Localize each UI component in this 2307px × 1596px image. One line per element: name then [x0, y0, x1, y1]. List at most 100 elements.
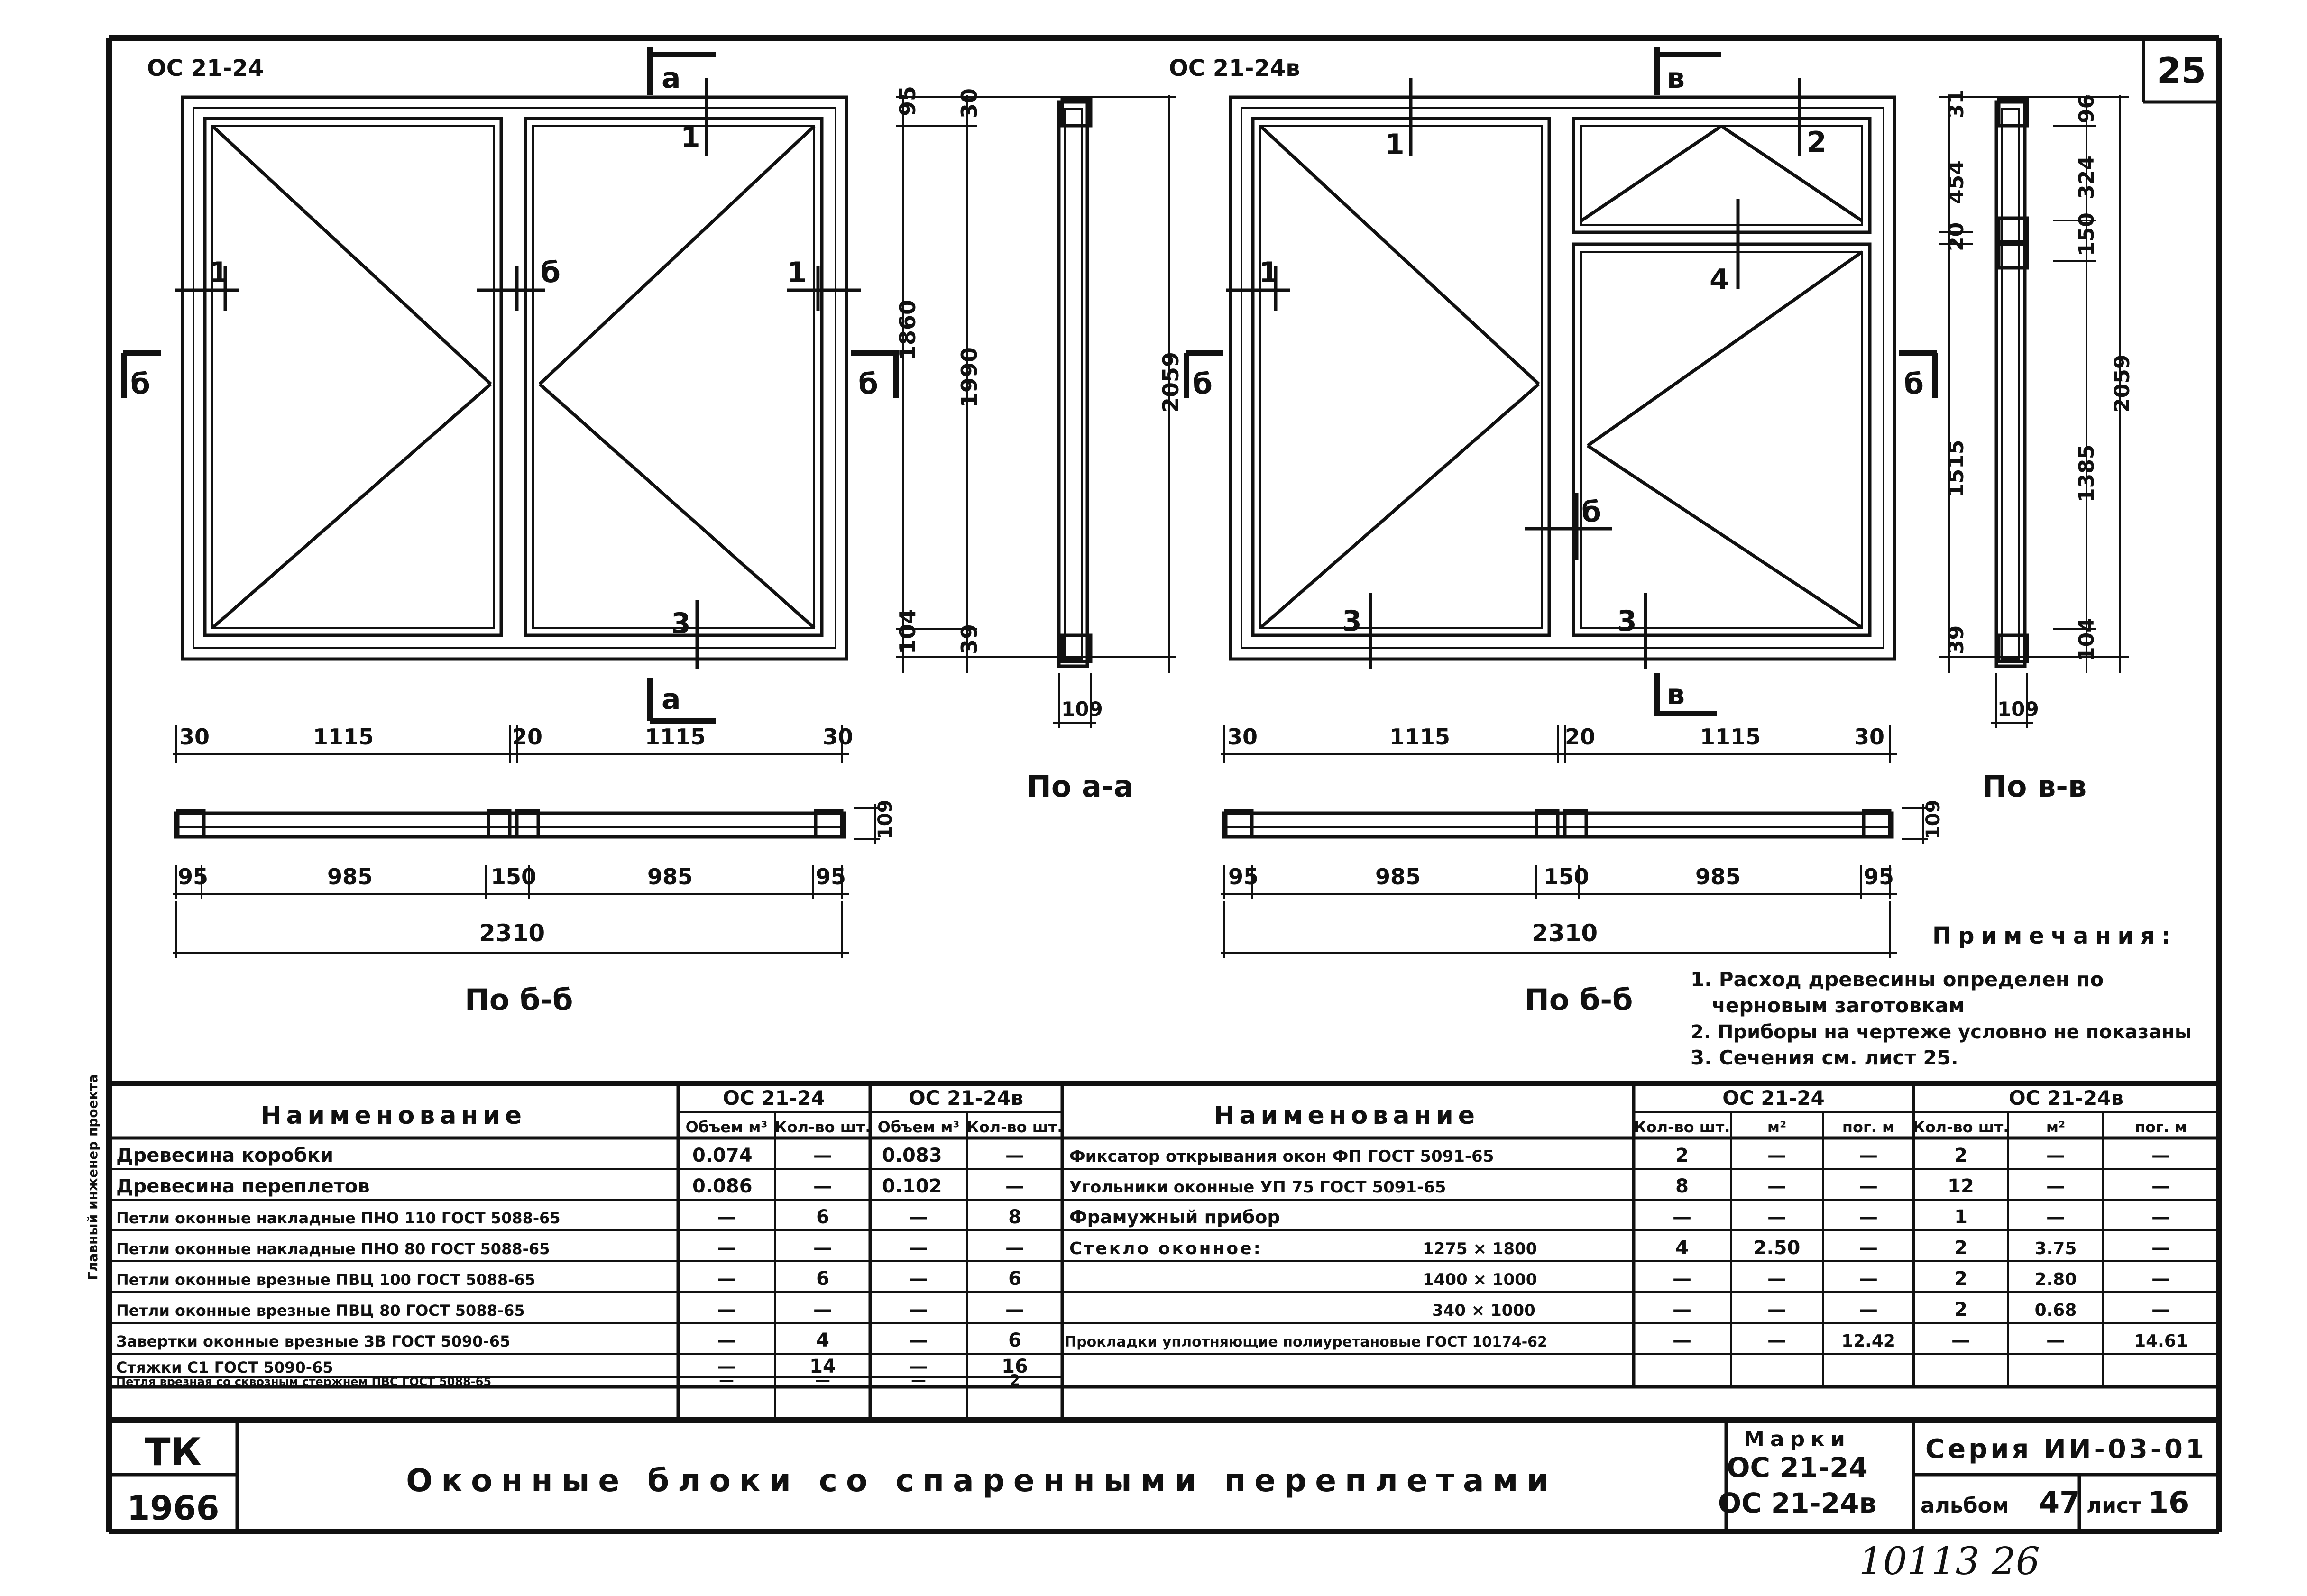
right-vertical-dimensions: 31 454 20 1515 39 96 324 150 1385 104 20…	[1939, 90, 2134, 673]
right-table-row: 340 × 1000 — — — 2 0.68 —	[1432, 1299, 2170, 1321]
notes: Примечания: 1. Расход древесины определе…	[1691, 923, 2192, 1069]
svg-text:—: —	[1673, 1268, 1691, 1290]
svg-text:95: 95	[816, 864, 846, 890]
svg-text:Марки: Марки	[1744, 1427, 1851, 1451]
svg-text:а: а	[662, 683, 681, 716]
right-mark-label: ОС 21-24в	[1169, 55, 1300, 82]
svg-text:—: —	[717, 1237, 736, 1259]
svg-text:—: —	[1673, 1330, 1691, 1351]
left-table-row: Древесина переплетов 0.086 — 0.102 —	[116, 1175, 1024, 1197]
svg-text:30: 30	[1854, 724, 1884, 750]
svg-text:1990: 1990	[956, 347, 982, 408]
svg-text:—: —	[1859, 1206, 1878, 1228]
svg-text:в: в	[1667, 678, 1685, 711]
left-table-row: Петли оконные накладные ПНО 80 ГОСТ 5088…	[116, 1237, 1024, 1259]
svg-text:—: —	[1859, 1268, 1878, 1290]
svg-text:30: 30	[956, 88, 982, 119]
svg-text:—: —	[1005, 1237, 1024, 1259]
left-table-row: Петли оконные врезные ПВЦ 100 ГОСТ 5088-…	[116, 1268, 1021, 1290]
svg-text:1: 1	[1954, 1206, 1967, 1228]
svg-text:—: —	[717, 1330, 736, 1351]
svg-text:150: 150	[2075, 212, 2099, 256]
svg-text:пог. м: пог. м	[1842, 1118, 1894, 1136]
svg-text:—: —	[1767, 1299, 1786, 1321]
svg-text:20: 20	[1944, 222, 1968, 251]
svg-text:2: 2	[1010, 1371, 1020, 1389]
svg-text:—: —	[1767, 1268, 1786, 1290]
svg-text:1: 1	[209, 256, 229, 289]
svg-text:а: а	[662, 62, 681, 95]
svg-text:—: —	[2151, 1299, 2170, 1321]
svg-text:39: 39	[956, 624, 982, 654]
svg-text:3: 3	[671, 607, 691, 640]
svg-text:—: —	[719, 1371, 734, 1389]
svg-text:985: 985	[1695, 864, 1741, 890]
svg-text:—: —	[717, 1356, 736, 1377]
svg-text:150: 150	[491, 864, 536, 890]
right-callouts: 1 2 4 1 б 3 3	[1226, 78, 1827, 669]
svg-text:3: 3	[1342, 605, 1362, 638]
svg-text:—: —	[1673, 1206, 1691, 1228]
org-code: ТК	[145, 1430, 202, 1474]
svg-text:1860: 1860	[895, 300, 920, 360]
svg-text:Петля врезная со сквозным стер: Петля врезная со сквозным стержнем ПВС Г…	[116, 1375, 491, 1388]
svg-text:12.42: 12.42	[1841, 1331, 1895, 1351]
svg-text:черновым заготовкам: черновым заготовкам	[1712, 994, 1965, 1017]
svg-text:95: 95	[895, 86, 920, 116]
svg-text:324: 324	[2075, 156, 2099, 199]
svg-text:Фрамужный прибор: Фрамужный прибор	[1069, 1207, 1280, 1228]
right-window-elevation: ОС 21-24в	[1169, 55, 1896, 661]
svg-text:б: б	[541, 256, 561, 289]
svg-text:Древесина переплетов: Древесина переплетов	[116, 1175, 370, 1197]
svg-text:16: 16	[2148, 1485, 2189, 1520]
svg-text:4: 4	[816, 1330, 829, 1351]
svg-text:—: —	[1859, 1299, 1878, 1321]
svg-text:—: —	[1859, 1175, 1878, 1197]
svg-text:6: 6	[1008, 1330, 1021, 1351]
svg-text:—: —	[2151, 1206, 2170, 1228]
svg-text:—: —	[717, 1268, 736, 1290]
svg-text:—: —	[1767, 1206, 1786, 1228]
svg-text:4: 4	[1675, 1237, 1689, 1259]
svg-text:2.50: 2.50	[1754, 1237, 1801, 1259]
left-plan-section: 30 1115 20 1115 30 109 95 985 150 985 95…	[173, 724, 896, 1017]
svg-text:м²: м²	[2046, 1118, 2065, 1136]
svg-text:31: 31	[1944, 90, 1968, 119]
svg-text:2310: 2310	[1532, 919, 1598, 947]
svg-text:2: 2	[1954, 1299, 1967, 1321]
notes-title: Примечания:	[1932, 923, 2177, 949]
svg-text:2: 2	[1954, 1237, 1967, 1259]
left-window-elevation: ОС 21-24	[147, 55, 848, 661]
svg-text:1: 1	[1259, 256, 1279, 289]
svg-text:Кол-во шт.: Кол-во шт.	[1634, 1118, 1730, 1136]
svg-text:95: 95	[1864, 864, 1894, 890]
svg-text:—: —	[2151, 1175, 2170, 1197]
svg-text:1385: 1385	[2075, 445, 2099, 503]
svg-text:12: 12	[1948, 1175, 1974, 1197]
svg-text:ОС 21-24в: ОС 21-24в	[2009, 1086, 2123, 1110]
svg-text:1400 × 1000: 1400 × 1000	[1423, 1270, 1537, 1289]
svg-text:—: —	[1767, 1175, 1786, 1197]
svg-text:Фиксатор открывания окон ФП ГО: Фиксатор открывания окон ФП ГОСТ 5091-65	[1069, 1147, 1494, 1166]
svg-text:3. Сечения см. лист 25.: 3. Сечения см. лист 25.	[1691, 1046, 1958, 1069]
svg-text:Наименование: Наименование	[261, 1101, 526, 1130]
svg-text:985: 985	[327, 864, 373, 890]
svg-text:—: —	[813, 1237, 832, 1259]
svg-text:109: 109	[1061, 697, 1103, 721]
svg-text:340 × 1000: 340 × 1000	[1432, 1301, 1535, 1320]
svg-text:454: 454	[1944, 160, 1968, 204]
svg-text:1115: 1115	[1700, 724, 1761, 750]
svg-text:1. Расход древесины определен: 1. Расход древесины определен по	[1691, 968, 2104, 991]
svg-text:—: —	[1005, 1299, 1024, 1321]
svg-text:альбом: альбом	[1921, 1494, 2009, 1518]
svg-text:б: б	[858, 367, 878, 401]
svg-text:20: 20	[512, 724, 542, 750]
left-callouts: 1 1 1 б 3	[175, 78, 861, 669]
svg-text:Петли оконные врезные ПВЦ 100: Петли оконные врезные ПВЦ 100 ГОСТ 5088-…	[116, 1271, 535, 1289]
svg-text:109: 109	[1922, 800, 1944, 840]
svg-text:Кол-во шт.: Кол-во шт.	[1913, 1118, 2009, 1136]
svg-text:104: 104	[2075, 618, 2099, 661]
svg-text:Древесина коробки: Древесина коробки	[116, 1145, 333, 1166]
svg-text:109: 109	[1997, 697, 2039, 721]
svg-text:—: —	[717, 1299, 736, 1321]
